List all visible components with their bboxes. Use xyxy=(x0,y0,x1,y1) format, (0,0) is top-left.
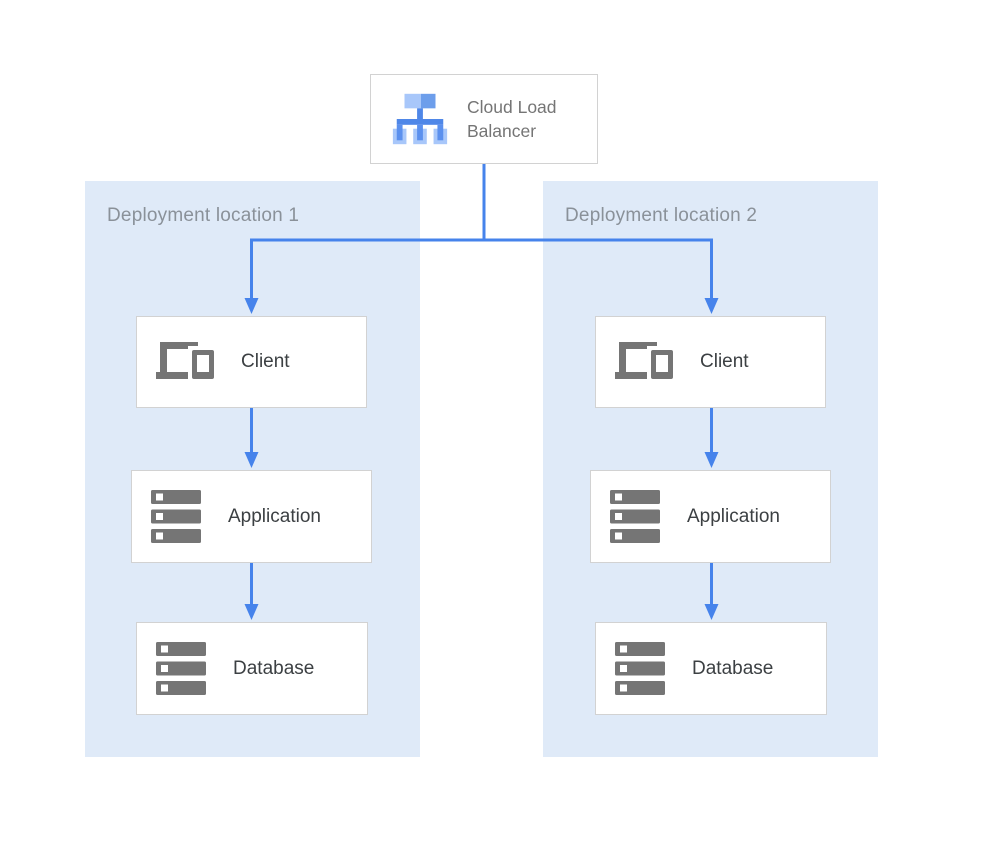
server-stack-icon xyxy=(615,642,665,695)
node-database-1: Database xyxy=(136,622,368,715)
server-stack-icon xyxy=(610,490,660,543)
node-label: Application xyxy=(228,505,321,527)
node-label: Application xyxy=(687,505,780,527)
node-label: Database xyxy=(233,657,315,679)
arrowhead-to-db2 xyxy=(704,604,719,620)
node-label: Cloud Load Balancer xyxy=(467,97,557,141)
region-label: Deployment location 1 xyxy=(107,205,300,226)
arrowhead-to-client2 xyxy=(704,298,719,314)
server-stack-icon xyxy=(151,490,201,543)
node-label: Client xyxy=(241,351,290,372)
node-label: Client xyxy=(700,351,749,372)
server-stack-icon xyxy=(156,642,206,695)
region-label: Deployment location 2 xyxy=(565,205,758,226)
arrowhead-to-db1 xyxy=(244,604,259,620)
connector-fanout xyxy=(250,238,713,300)
node-application-1: Application xyxy=(131,470,372,563)
node-label: Database xyxy=(692,657,774,679)
node-client-2: Client xyxy=(595,316,826,408)
node-cloud-load-balancer: Cloud Load Balancer xyxy=(370,74,598,164)
arrowhead-to-client1 xyxy=(244,298,259,314)
arrowhead-to-app1 xyxy=(244,452,259,468)
arrowhead-to-app2 xyxy=(704,452,719,468)
load-balancer-icon xyxy=(389,88,451,150)
node-client-1: Client xyxy=(136,316,367,408)
devices-icon xyxy=(156,340,214,384)
devices-icon xyxy=(615,340,673,384)
node-database-2: Database xyxy=(595,622,827,715)
node-application-2: Application xyxy=(590,470,831,563)
